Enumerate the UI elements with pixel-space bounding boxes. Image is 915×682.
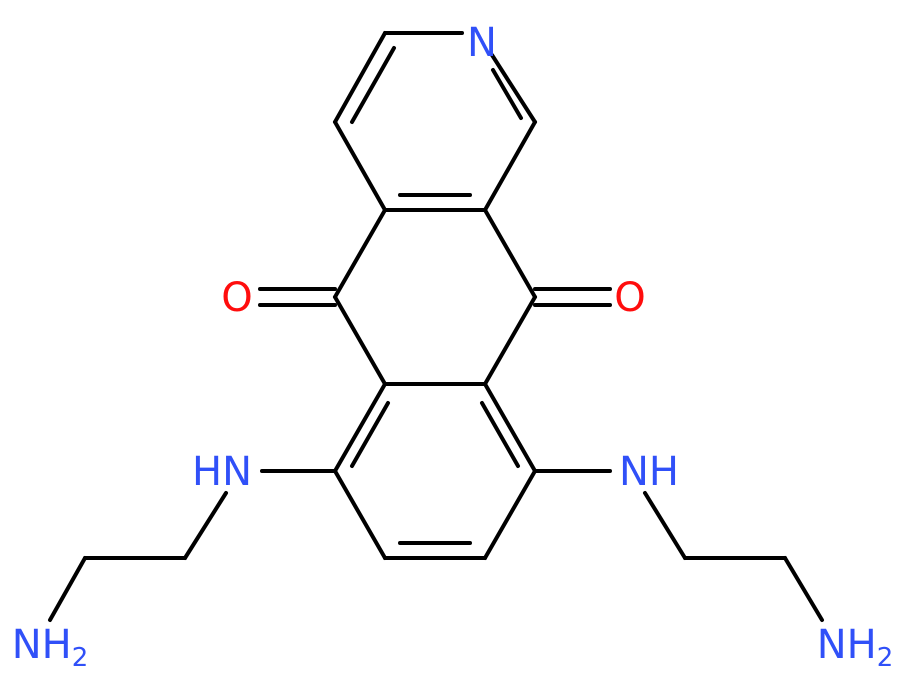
bond — [783, 556, 824, 622]
bond — [333, 469, 387, 560]
right-nh2-main: NH — [817, 622, 877, 668]
atom-labels: N O O NH HN NH2 NH2 — [12, 20, 894, 673]
bond — [333, 31, 387, 124]
bond — [183, 491, 228, 560]
bond — [333, 295, 387, 386]
right-amine-nh-label: NH — [619, 449, 679, 495]
bond — [333, 208, 387, 299]
bond — [480, 401, 520, 468]
bond — [490, 53, 537, 124]
left-oxygen-label: O — [221, 275, 252, 321]
left-amine-hn-label: HN — [192, 449, 252, 495]
bond — [483, 208, 537, 299]
bond — [350, 46, 396, 124]
left-nh2-label: NH2 — [12, 622, 89, 673]
right-oxygen-label: O — [614, 275, 645, 321]
bond — [48, 556, 87, 622]
bond — [643, 491, 687, 560]
bond — [333, 382, 387, 473]
right-nh2-label: NH2 — [817, 622, 894, 673]
left-nh2-subscript: 2 — [72, 643, 89, 673]
bond — [483, 120, 537, 212]
bond — [350, 401, 390, 468]
left-nh2-main: NH — [12, 622, 72, 668]
bond — [483, 295, 537, 386]
right-nh2-subscript: 2 — [877, 643, 894, 673]
ring-nitrogen-label: N — [467, 20, 497, 66]
bond — [483, 469, 537, 560]
bond — [483, 382, 537, 473]
bond — [333, 120, 387, 212]
bond — [491, 68, 523, 120]
bonds — [48, 31, 824, 622]
